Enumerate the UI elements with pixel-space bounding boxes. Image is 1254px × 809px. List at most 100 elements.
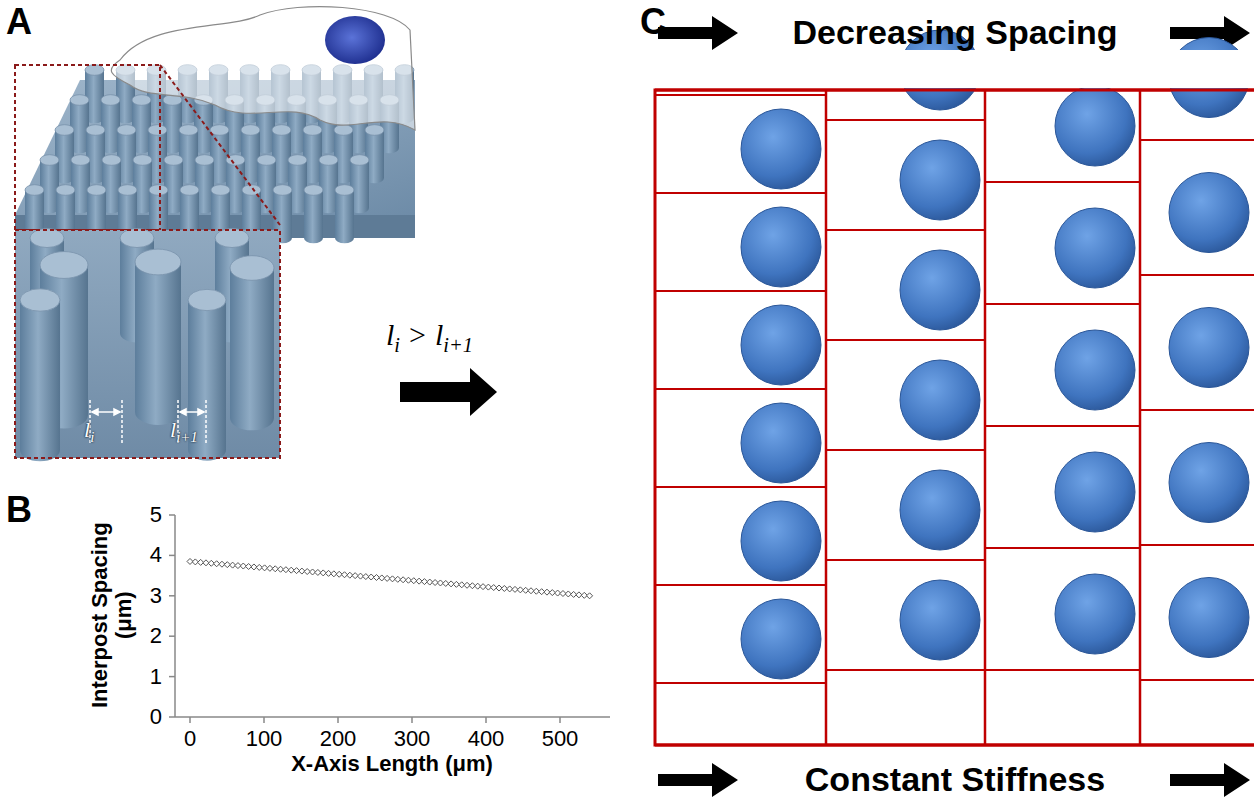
tick	[559, 717, 561, 723]
tick-label: 5	[150, 503, 162, 527]
inset-panel	[15, 228, 280, 461]
tick-label: 0	[184, 727, 196, 751]
micropost	[101, 95, 120, 106]
micropost	[40, 252, 88, 279]
post-top	[1055, 330, 1135, 410]
micropost	[350, 155, 369, 166]
inequality-label: i+1	[443, 334, 473, 356]
tick	[189, 717, 191, 723]
row-divider	[655, 486, 826, 488]
micropost	[304, 190, 323, 238]
micropost	[304, 233, 323, 244]
micropost	[118, 185, 137, 196]
tick	[169, 555, 175, 557]
spacing-label: li	[84, 418, 94, 446]
micropost	[230, 256, 274, 281]
grid-frame	[655, 744, 1254, 747]
micropost	[86, 125, 105, 136]
tick-label: 300	[394, 727, 431, 751]
mask	[640, 747, 1254, 762]
micropost	[242, 185, 261, 196]
chart-axes	[175, 515, 610, 717]
micropost	[241, 125, 260, 136]
row-divider	[1140, 679, 1254, 681]
micropost	[135, 249, 181, 275]
spacing-label: l	[170, 417, 176, 442]
micropost	[365, 125, 384, 136]
direction-arrow	[400, 368, 497, 416]
micropost	[230, 268, 274, 418]
micropost	[211, 185, 230, 196]
row-divider	[655, 388, 826, 390]
post-top	[1055, 574, 1135, 654]
row-divider	[655, 192, 826, 194]
column-divider	[825, 90, 828, 745]
tick	[263, 717, 265, 723]
post-top	[741, 305, 821, 385]
post-top	[741, 599, 821, 679]
axis-title: Interpost Spacing (μm)	[88, 520, 136, 710]
spacing-label: i+1	[176, 429, 198, 445]
row-divider	[655, 584, 826, 586]
micropost	[30, 228, 64, 247]
micropost	[335, 185, 354, 196]
zoom-indicator	[15, 65, 280, 230]
tick-label: 500	[542, 727, 579, 751]
tick	[411, 717, 413, 723]
axis-caption: Constant Stiffness	[805, 761, 1105, 798]
tick	[169, 595, 175, 597]
cell	[111, 7, 415, 130]
grid-frame	[655, 90, 1254, 745]
row-divider	[655, 682, 826, 684]
micropost	[273, 185, 292, 196]
micropost	[102, 155, 121, 166]
row-divider	[985, 425, 1140, 427]
micropost	[87, 185, 106, 196]
micropost	[120, 228, 154, 247]
grid-frame	[655, 89, 1254, 92]
row-divider	[826, 119, 985, 121]
post-top	[741, 403, 821, 483]
micropost	[149, 185, 168, 196]
micropost	[272, 125, 291, 136]
post-top	[1055, 452, 1135, 532]
row-divider	[1140, 139, 1254, 141]
axis-caption: Decreasing Spacing	[792, 14, 1117, 51]
micropost	[85, 65, 104, 76]
micropost	[188, 300, 226, 450]
row-divider	[1140, 544, 1254, 546]
tick-label: 200	[320, 727, 357, 751]
axis-title: X-Axis Length (μm)	[291, 752, 493, 776]
micropost	[40, 155, 59, 166]
row-divider	[826, 339, 985, 341]
post-top	[900, 580, 980, 660]
panel-letter: B	[6, 490, 32, 530]
post-top	[741, 109, 821, 189]
tick-label: 0	[150, 705, 162, 729]
tick-label: 400	[468, 727, 505, 751]
post-top	[900, 250, 980, 330]
row-divider	[826, 229, 985, 231]
post-top	[741, 207, 821, 287]
micropost	[148, 125, 167, 136]
micropost	[195, 155, 214, 166]
inequality-label: >	[409, 318, 426, 351]
micropost	[230, 406, 274, 431]
post-top	[1055, 208, 1135, 288]
post-top	[1169, 443, 1249, 523]
micropost	[133, 155, 152, 166]
micropost	[179, 125, 198, 136]
micropost	[335, 233, 354, 244]
post-grid	[640, 30, 1254, 762]
micropost	[117, 125, 136, 136]
tick	[169, 635, 175, 637]
row-divider	[826, 449, 985, 451]
spacing-label: li+1	[170, 418, 198, 446]
row-divider	[1140, 274, 1254, 276]
post-top	[900, 360, 980, 440]
row-divider	[985, 303, 1140, 305]
micropost	[188, 289, 226, 310]
micropost	[135, 262, 181, 412]
micropost	[20, 439, 60, 461]
tick	[169, 514, 175, 516]
